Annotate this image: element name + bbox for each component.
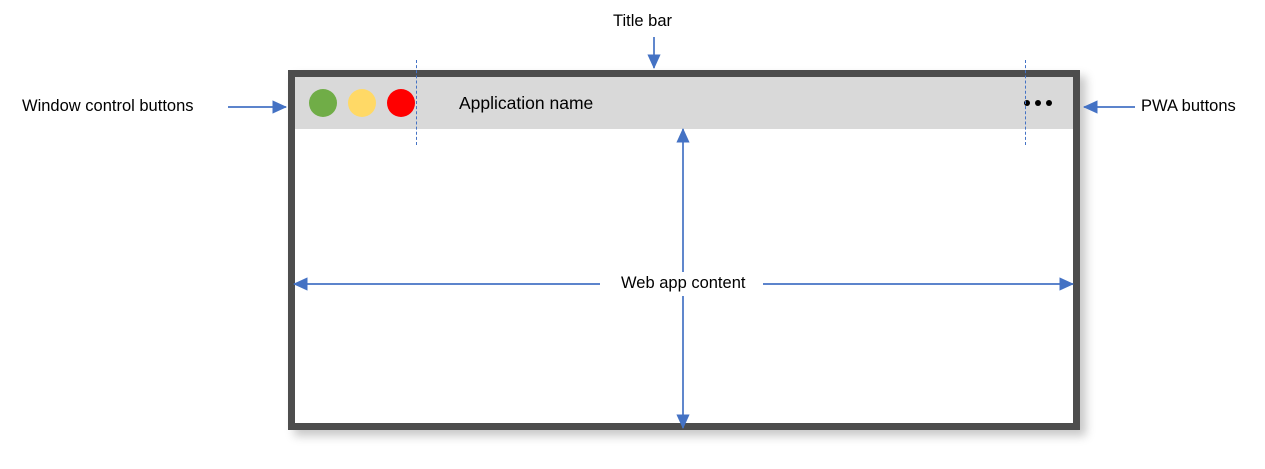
ellipsis-dot bbox=[1035, 100, 1041, 106]
ellipsis-dot bbox=[1024, 100, 1030, 106]
ellipsis-dot bbox=[1046, 100, 1052, 106]
guide-line-left bbox=[416, 60, 417, 145]
close-button[interactable] bbox=[387, 89, 415, 117]
application-window: Application name bbox=[288, 70, 1080, 430]
maximize-button[interactable] bbox=[348, 89, 376, 117]
window-control-buttons bbox=[309, 89, 415, 117]
title-bar[interactable]: Application name bbox=[295, 77, 1073, 129]
annotation-label-pwa-buttons: PWA buttons bbox=[1141, 97, 1236, 115]
annotation-label-title-bar: Title bar bbox=[613, 12, 672, 30]
minimize-button[interactable] bbox=[309, 89, 337, 117]
guide-line-right bbox=[1025, 60, 1026, 145]
annotation-label-web-app-content: Web app content bbox=[612, 275, 755, 292]
ellipsis-icon[interactable] bbox=[1021, 96, 1055, 110]
application-name: Application name bbox=[459, 92, 594, 113]
annotation-label-window-controls: Window control buttons bbox=[22, 97, 194, 115]
